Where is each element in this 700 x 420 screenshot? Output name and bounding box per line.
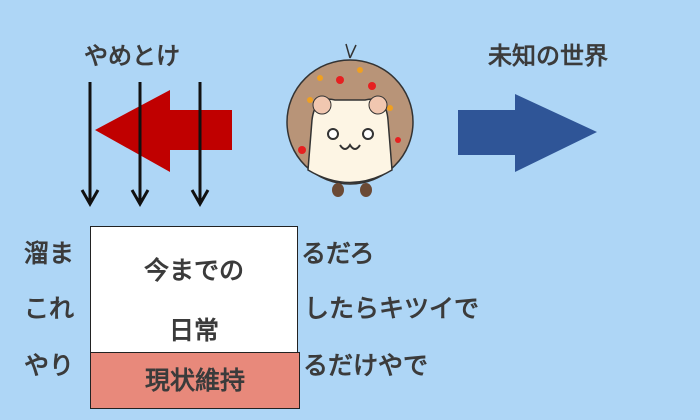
line-2-start: これ — [24, 294, 75, 323]
box-line-1: 今までの — [143, 256, 244, 285]
line-2-end: したらキツイで — [304, 294, 480, 323]
hedgehog-illustration — [286, 43, 414, 197]
box-line-2: 日常 — [168, 316, 219, 345]
line-1-end: るだろ — [301, 239, 375, 268]
right-label: 未知の世界 — [488, 42, 608, 70]
red-left-arrow — [95, 90, 232, 172]
blue-right-arrow — [458, 94, 597, 172]
down-arrows — [80, 82, 210, 208]
daily-life-box: 今までの 日常 — [90, 226, 298, 353]
line-3-start: やり — [24, 351, 75, 380]
line-1-start: 溜ま — [24, 239, 75, 268]
line-3-end: るだけやで — [303, 351, 429, 380]
status-quo-label: 現状維持 — [90, 352, 300, 409]
left-label: やめとけ — [84, 42, 180, 70]
